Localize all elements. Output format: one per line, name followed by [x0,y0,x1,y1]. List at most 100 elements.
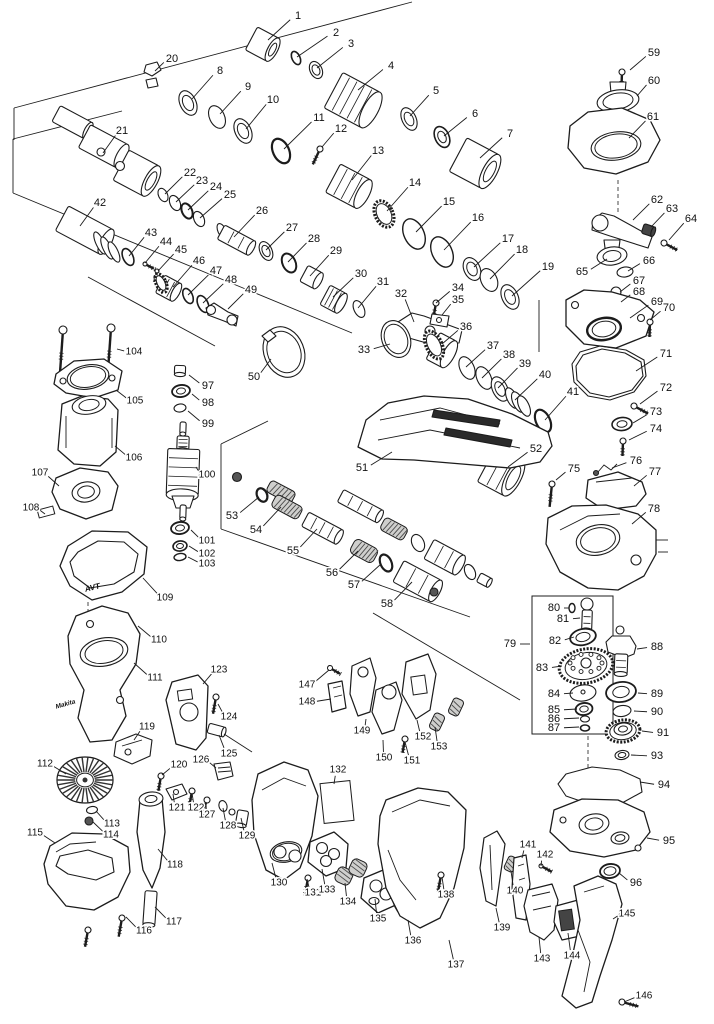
part-body [575,348,644,398]
part-body [136,797,166,889]
part-number-label: 72 [660,382,672,394]
leader-line [481,358,502,379]
part-number-label: 142 [537,850,554,861]
part-number-label: 2 [333,27,339,39]
leader-line [544,395,567,421]
part-number-label: 71 [660,348,672,360]
part-number-label: 143 [534,954,551,965]
leader-line [187,274,209,296]
part-number-label: 82 [549,635,561,647]
leader-line [300,528,318,548]
part-number-label: 61 [647,111,659,123]
part-number-label: 30 [355,268,367,280]
part-body [557,766,643,806]
part-number-label: 26 [256,205,268,217]
leader-line [521,850,525,859]
part-circle [357,666,369,678]
part-detail [217,770,232,773]
part-circle [630,554,642,566]
part-detail [121,739,143,747]
part-number-label: 22 [184,167,196,179]
part-number-label: 47 [210,265,222,277]
part-number-label: 108 [23,503,40,514]
leader-line [209,762,217,769]
leader-line [361,563,382,582]
part-body [523,883,559,941]
part-plate [36,505,56,519]
part-cylinder [165,447,201,502]
part-spring [380,517,408,541]
part-number-label: 127 [199,810,216,821]
part-number-label: 60 [648,75,660,87]
leader-line [316,698,332,702]
part-number-label: 151 [404,756,421,767]
part-number-label: 11 [313,112,324,124]
part-ring [614,749,630,761]
part-circle [429,587,439,597]
leader-line [611,462,627,469]
part-ring [280,252,298,274]
part-screw [117,914,126,937]
part-cylinder [179,421,187,437]
part-cylinder [217,225,257,256]
leader-line [629,304,649,319]
part-number-label: 32 [395,288,407,300]
part-number-label: 8 [217,65,223,77]
leader-line [619,283,631,293]
leader-line [374,898,377,914]
leader-line [649,310,661,321]
leader-line [563,692,574,695]
part-detail [387,849,417,901]
part-number-label: 67 [633,275,645,287]
part-number-label: 54 [250,524,262,536]
leader-line [157,253,174,272]
leader-line [650,212,665,228]
part-number-label: 84 [548,688,560,700]
leader-line [187,556,198,563]
part-ring [270,137,292,165]
leader-line [357,69,384,91]
leader-line [404,741,409,756]
part-number-label: 134 [340,897,357,908]
leader-line [473,242,501,268]
part-number-label: 38 [503,349,515,361]
part-number-label: 91 [657,727,669,739]
part-circle [580,597,594,611]
part-number-label: 7 [507,128,513,140]
leader-line [133,730,141,741]
part-ring [138,791,164,807]
part-number-label: 121 [169,803,186,814]
part-circle [124,748,132,756]
frame-line [13,1,413,109]
part-ring [433,125,451,149]
part-cylinder [179,504,187,522]
part-screw [400,735,409,753]
leader-line [627,263,641,272]
part-detail [559,513,621,531]
part-number-label: 29 [330,245,342,257]
part-ring [66,364,110,390]
part-number-label: 66 [643,255,655,267]
part-number-label: 98 [202,397,214,409]
leader-line [364,718,367,726]
part-number-label: 44 [160,236,172,248]
part-number-label: 144 [564,951,581,962]
part-number-label: 152 [415,732,432,743]
leader-line [409,94,430,117]
part-circle [580,657,592,669]
leader-line [351,155,372,181]
part-number-label: 37 [487,340,499,352]
part-number-label: 27 [286,222,298,234]
part-number-label: 19 [542,261,554,273]
part-number-label: 101 [199,536,216,547]
leader-line [79,207,94,227]
part-number-label: 99 [202,418,214,430]
part-screw [646,318,654,338]
brand-logo-text: AVT [83,581,102,594]
part-circle [114,160,126,172]
leader-line [511,270,541,297]
leader-line [245,104,267,130]
leader-line [47,476,60,487]
part-number-label: 145 [619,909,636,920]
part-number-label: 46 [193,255,205,267]
